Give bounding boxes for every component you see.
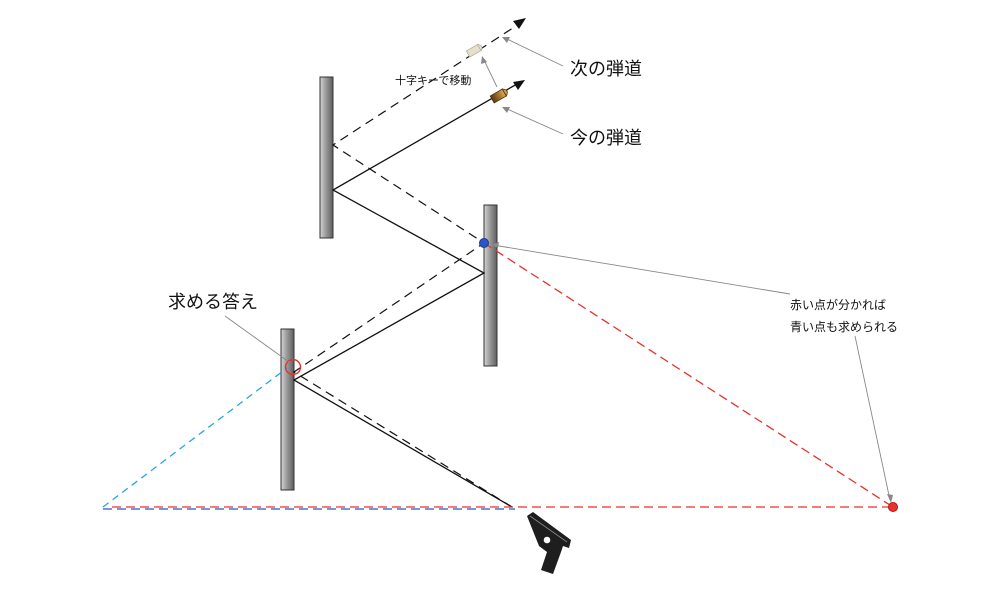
- blue-point: [479, 238, 489, 248]
- cyan-construction-line: [102, 367, 288, 508]
- next-callout-arrowhead: [502, 37, 510, 43]
- move-hint-label: 十字キーで移動: [395, 74, 472, 87]
- bullet-ghost-icon: [465, 43, 483, 58]
- note-callout-to-red: [854, 335, 891, 501]
- current-trajectory-path: [292, 83, 518, 508]
- next-trajectory-label: 次の弾道: [570, 59, 642, 80]
- red-point: [888, 502, 898, 512]
- note-line1: 赤い点が分かれば: [790, 298, 887, 312]
- mirror-top: [319, 76, 334, 239]
- next-trajectory-arrowhead: [513, 18, 526, 29]
- current-callout-line: [504, 107, 564, 135]
- current-trajectory-label: 今の弾道: [570, 128, 642, 149]
- next-callout-line: [504, 37, 564, 67]
- answer-circle: [284, 358, 302, 376]
- mirror-bottom: [280, 328, 295, 491]
- red-construction-line: [483, 242, 894, 508]
- note-callout-to-blue: [492, 244, 791, 295]
- answer-label: 求める答え: [168, 292, 258, 313]
- answer-callout-line: [224, 315, 290, 363]
- move-arrow-line: [483, 59, 498, 88]
- bullet-icon: [489, 88, 508, 104]
- note-line2: 青い点も求められる: [790, 320, 899, 334]
- note-callout-arrowhead-blue: [491, 242, 499, 248]
- move-arrowhead: [481, 56, 487, 64]
- note-callout-arrowhead-red: [887, 494, 893, 503]
- current-callout-arrowhead: [502, 107, 510, 113]
- pistol-icon: [527, 512, 571, 574]
- current-trajectory-arrowhead: [513, 80, 525, 90]
- mirror-middle: [483, 204, 498, 367]
